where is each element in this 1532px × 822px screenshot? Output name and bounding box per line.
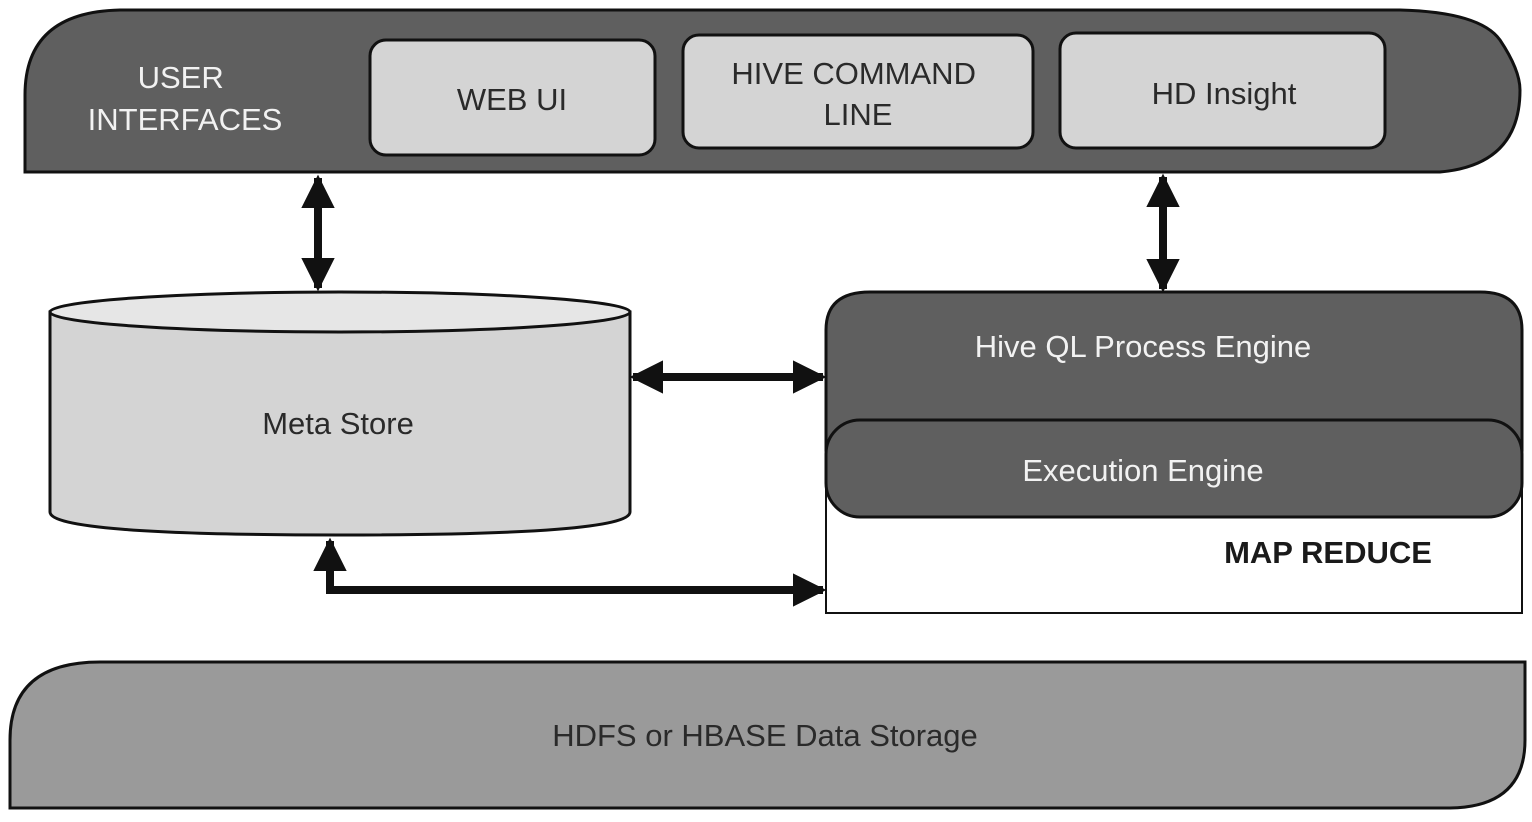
user-interfaces-title: USER INTERFACES xyxy=(88,60,283,137)
web-ui-box: WEB UI xyxy=(368,38,657,157)
hive-ql-process-engine-label: Hive QL Process Engine xyxy=(975,329,1312,364)
execution-engine-label: Execution Engine xyxy=(1022,453,1263,488)
arrow-metastore-to-map-reduce xyxy=(313,537,827,607)
hive-command-line-box: HIVE COMMAND LINE xyxy=(681,33,1035,150)
hd-insight-label: HD Insight xyxy=(1152,76,1297,111)
web-ui-label: WEB UI xyxy=(457,82,567,117)
hive-command-line-label: HIVE COMMAND LINE xyxy=(731,56,984,132)
meta-store-cylinder: Meta Store xyxy=(48,290,632,537)
meta-store-label: Meta Store xyxy=(262,406,414,441)
execution-engine-box: Execution Engine xyxy=(824,418,1524,519)
data-storage-label: HDFS or HBASE Data Storage xyxy=(552,718,978,753)
hive-ql-process-engine-box: Hive QL Process Engine xyxy=(824,290,1524,452)
data-storage-band xyxy=(8,660,1527,810)
map-reduce-label: MAP REDUCE xyxy=(1224,535,1432,570)
hd-insight-box: HD Insight xyxy=(1058,31,1387,150)
